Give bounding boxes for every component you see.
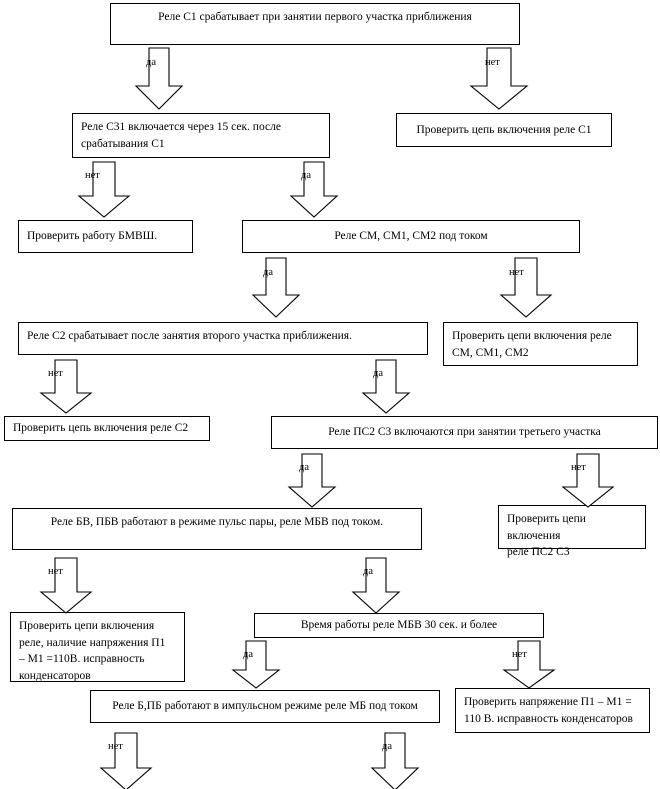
arrow-label-n14-yes: да — [382, 741, 393, 752]
node-text: Проверить цепи включения реле СМ, СМ1, С… — [452, 330, 612, 359]
node-mbv-time-30sec[interactable]: Время работы реле МБВ 30 сек. и более — [254, 613, 544, 638]
node-text: Реле СМ, СМ1, СМ2 под током — [334, 230, 488, 243]
node-relay-bv-pbv-pulse[interactable]: Реле БВ, ПБВ работают в режиме пульс пар… — [12, 508, 422, 550]
arrow-n9-to-n10[interactable] — [287, 453, 337, 508]
node-text: Проверить цепь включения реле С2 — [13, 422, 189, 435]
arrow-label-n1-n2: да — [146, 57, 157, 68]
node-check-c2-circuit[interactable]: Проверить цепь включения реле С2 — [4, 416, 210, 441]
arrow-n10-to-n12[interactable] — [39, 557, 93, 614]
arrow-label-n1-n3: нет — [485, 57, 500, 68]
node-text: Реле Б,ПБ работают в импульсном режиме р… — [112, 700, 418, 713]
node-relay-b-pb-impulse[interactable]: Реле Б,ПБ работают в импульсном режиме р… — [90, 690, 440, 723]
node-relays-sm-under-current[interactable]: Реле СМ, СМ1, СМ2 под током — [242, 220, 580, 253]
node-relay-c31-15sec[interactable]: Реле С31 включается через 15 сек. после … — [72, 113, 330, 158]
node-text: Проверить работу БМВШ. — [27, 230, 158, 243]
node-text: Реле С2 срабатывает после занятия второг… — [27, 330, 352, 342]
arrow-label-n13-n15: нет — [512, 649, 527, 660]
arrow-n13-to-n15[interactable] — [502, 640, 556, 689]
arrow-n14-to-next-yes[interactable] — [370, 732, 420, 789]
node-check-bmvsh[interactable]: Проверить работу БМВШ. — [18, 220, 193, 253]
arrow-label-n10-n13: да — [363, 566, 374, 577]
arrow-label-n6-n9: да — [373, 368, 384, 379]
node-check-voltage-110v[interactable]: Проверить напряжение П1 – М1 = 110 В. ис… — [455, 688, 650, 733]
arrow-label-n6-n8: нет — [48, 368, 63, 379]
arrow-label-n13-n14: да — [243, 649, 254, 660]
node-text: Проверить цепи включения реле, наличие н… — [19, 620, 166, 683]
arrow-n1-to-n2[interactable] — [134, 47, 184, 110]
arrow-label-n2-n5: да — [301, 170, 312, 181]
arrow-n5-to-n6[interactable] — [251, 257, 301, 318]
node-check-relay-voltage-p1-m1[interactable]: Проверить цепи включения реле, наличие н… — [10, 612, 185, 682]
node-relay-c1-trips[interactable]: Реле С1 срабатывает при занятии первого … — [110, 3, 520, 45]
arrow-n5-to-n7[interactable] — [499, 257, 553, 318]
arrow-n13-to-n14[interactable] — [231, 640, 281, 689]
node-check-ps2-c3-circuits[interactable]: Проверить цепи включения реле ПС2 С3 — [498, 505, 646, 558]
arrow-n10-to-n13[interactable] — [351, 557, 401, 614]
arrow-n2-to-n5[interactable] — [289, 161, 339, 218]
arrow-label-n10-n12: нет — [48, 566, 63, 577]
arrow-n1-to-n3[interactable] — [469, 47, 529, 110]
node-check-c1-circuit[interactable]: Проверить цепь включения реле С1 — [396, 113, 612, 147]
node-text: Реле ПС2 С3 включаются при занятии треть… — [328, 426, 601, 439]
node-text: Проверить цепь включения реле С1 — [416, 123, 592, 136]
node-text: Проверить цепи включения реле ПС2 С3 — [507, 513, 586, 559]
node-text: Реле С1 срабатывает при занятии первого … — [158, 11, 472, 23]
arrow-n2-to-n4[interactable] — [77, 161, 131, 218]
arrow-label-n9-n11: нет — [571, 462, 586, 473]
node-check-sm-circuits[interactable]: Проверить цепи включения реле СМ, СМ1, С… — [443, 322, 638, 366]
arrow-label-n5-n6: да — [263, 267, 274, 278]
node-relay-c2-trips[interactable]: Реле С2 срабатывает после занятия второг… — [18, 322, 428, 355]
arrow-n14-to-next-no[interactable] — [99, 732, 153, 789]
arrow-label-n9-n10: да — [299, 462, 310, 473]
node-text: Реле С31 включается через 15 сек. после … — [81, 121, 281, 150]
node-relay-ps2-c3[interactable]: Реле ПС2 С3 включаются при занятии треть… — [271, 416, 658, 449]
node-text: Время работы реле МБВ 30 сек. и более — [300, 619, 498, 632]
arrow-n6-to-n9[interactable] — [361, 359, 411, 414]
arrow-label-n14-no: нет — [108, 741, 123, 752]
node-text: Проверить напряжение П1 – М1 = 110 В. ис… — [464, 696, 633, 725]
arrow-n9-to-n11[interactable] — [561, 453, 615, 508]
arrow-n6-to-n8[interactable] — [39, 359, 93, 414]
node-text: Реле БВ, ПБВ работают в режиме пульс пар… — [50, 516, 384, 528]
arrow-label-n2-n4: нет — [85, 170, 100, 181]
arrow-label-n5-n7: нет — [509, 267, 524, 278]
